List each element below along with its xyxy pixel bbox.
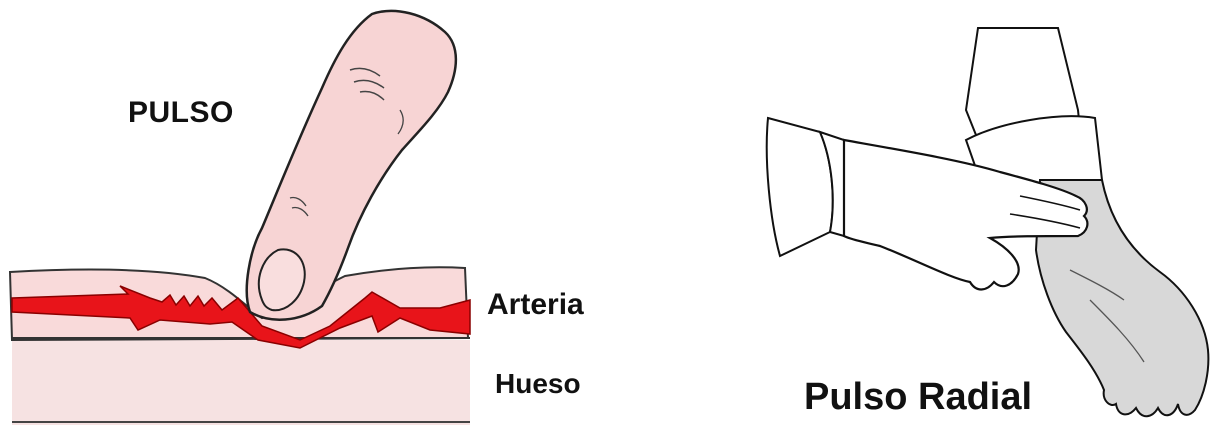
bone-layer <box>12 340 470 425</box>
artery-label: Arteria <box>487 290 584 320</box>
radial-pulse-illustration <box>740 0 1210 429</box>
radial-pulse-figure: Pulso Radial <box>740 0 1210 429</box>
pulse-illustration <box>0 0 600 429</box>
figure-caption: Pulso Radial <box>804 378 1032 416</box>
bone-label: Hueso <box>495 370 581 398</box>
diagram-title: PULSO <box>128 98 234 128</box>
pulse-diagram: PULSO Arteria Hueso <box>0 0 600 429</box>
